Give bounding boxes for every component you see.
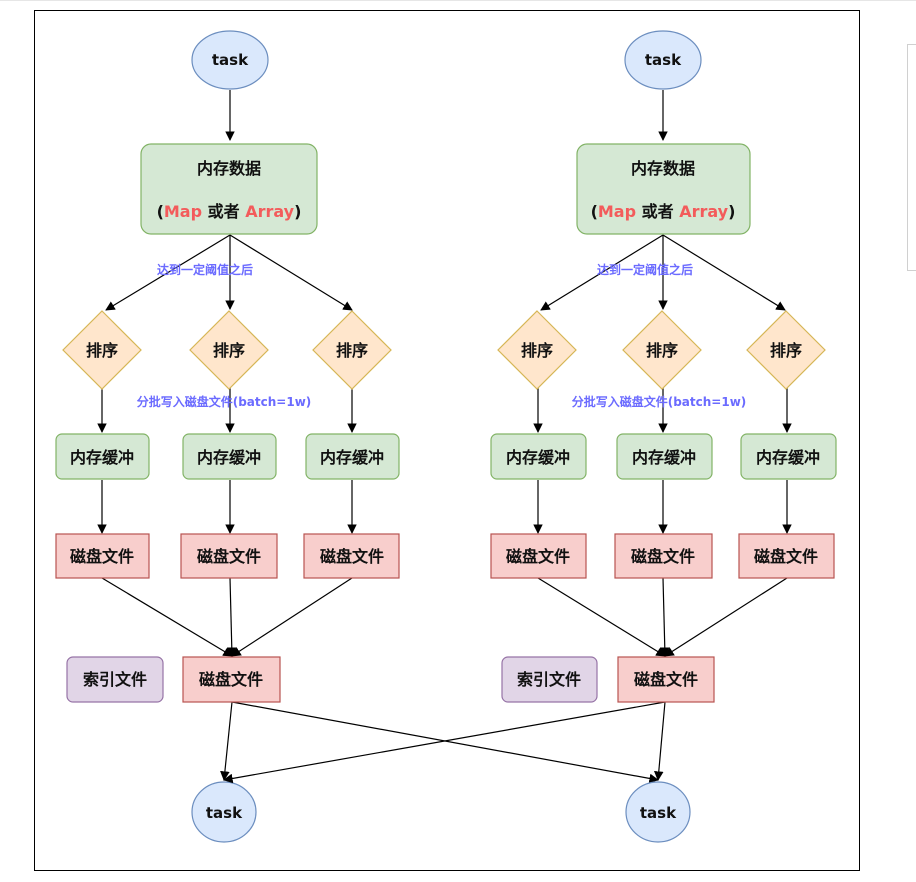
merged-disk-node: [617, 656, 715, 703]
disk-node-1: [55, 533, 150, 579]
buffer-node-1: [55, 433, 150, 480]
edge-disk3-to-merged: [231, 577, 353, 657]
memory-data-node: [576, 143, 751, 235]
buffer-node-2: [182, 433, 277, 480]
batch-note: 分批写入磁盘文件(batch=1w): [137, 394, 312, 409]
buffer-label-2: 内存缓冲: [197, 448, 261, 467]
disk-label-1: 磁盘文件: [70, 547, 134, 566]
disk-node-1: [490, 533, 587, 579]
buffer-node-2: [616, 433, 713, 480]
sort-diamond-1: [497, 310, 577, 390]
sort-diamond-3: [312, 310, 392, 390]
disk-node-3: [303, 533, 400, 579]
buffer-node-3: [305, 433, 400, 480]
buffer-node-3: [740, 433, 837, 480]
index-file-label: 索引文件: [83, 670, 147, 689]
edge-disk1-to-merged: [101, 577, 233, 657]
edge-memory-to-sort-1: [540, 234, 664, 311]
memory-data-subtitle: (Map 或者 Array): [157, 202, 302, 221]
task-label-bottom: task: [640, 804, 677, 822]
sort-diamond-2: [189, 310, 269, 390]
edge-memory-to-sort-1: [105, 234, 231, 311]
disk-node-2: [180, 533, 278, 579]
task-label-top: task: [212, 51, 249, 69]
sort-diamond-1: [62, 310, 142, 390]
index-file-label: 索引文件: [517, 670, 581, 689]
flow-right: task 内存数据 (Map 或者 Array) 达到一定阈值之后 排序 排序 …: [223, 30, 837, 843]
sort-label-1: 排序: [521, 341, 553, 360]
disk-label-1: 磁盘文件: [506, 547, 570, 566]
edge-memory-to-sort-3: [662, 234, 786, 311]
memory-data-subtitle: (Map 或者 Array): [591, 202, 736, 221]
buffer-label-1: 内存缓冲: [506, 448, 570, 467]
flow-left: task 内存数据 (Map 或者 Array) 达到一定阈值之后 排序 排序 …: [55, 30, 659, 843]
buffer-label-3: 内存缓冲: [756, 448, 820, 467]
threshold-note: 达到一定阈值之后: [157, 262, 253, 277]
index-file-node: [66, 656, 164, 703]
index-file-node: [501, 656, 598, 703]
batch-note: 分批写入磁盘文件(batch=1w): [572, 394, 747, 409]
task-node-top: [191, 30, 269, 90]
memory-data-title: 内存数据: [631, 159, 695, 178]
sort-label-3: 排序: [770, 341, 802, 360]
sort-label-2: 排序: [646, 341, 678, 360]
disk-label-2: 磁盘文件: [631, 547, 695, 566]
merged-disk-node: [182, 656, 281, 703]
buffer-node-1: [490, 433, 587, 480]
merged-disk-label: 磁盘文件: [199, 670, 263, 689]
disk-label-3: 磁盘文件: [320, 547, 384, 566]
memory-data-node: [140, 143, 318, 235]
threshold-note: 达到一定阈值之后: [597, 262, 693, 277]
task-node-bottom: [625, 781, 691, 843]
buffer-label-2: 内存缓冲: [632, 448, 696, 467]
edges-right: [223, 90, 792, 784]
edge-disk2-to-merged: [226, 577, 237, 657]
edge-merged-to-task-left: [220, 701, 233, 781]
sort-diamond-3: [746, 310, 826, 390]
edge-merged-to-task-right: [653, 701, 666, 781]
edge-disk3-to-merged: [664, 577, 788, 657]
edge-disk1-to-merged: [537, 577, 666, 657]
merged-disk-label: 磁盘文件: [634, 670, 698, 689]
edge-memory-to-sort-3: [229, 234, 353, 311]
side-panel: [907, 44, 916, 271]
buffer-label-1: 内存缓冲: [70, 448, 134, 467]
edge-merged-to-task-left: [223, 701, 666, 784]
edge-disk2-to-merged: [659, 577, 670, 657]
disk-label-2: 磁盘文件: [197, 547, 261, 566]
sort-label-2: 排序: [213, 341, 245, 360]
disk-node-2: [614, 533, 713, 579]
sort-label-3: 排序: [336, 341, 368, 360]
sort-diamond-2: [622, 310, 702, 390]
task-label-top: task: [645, 51, 682, 69]
disk-node-3: [738, 533, 835, 579]
task-label-bottom: task: [206, 804, 243, 822]
top-divider: [0, 0, 916, 1]
disk-label-3: 磁盘文件: [754, 547, 818, 566]
task-node-top: [624, 30, 702, 90]
buffer-label-3: 内存缓冲: [320, 448, 384, 467]
memory-data-title: 内存数据: [197, 159, 261, 178]
diagram-frame: [34, 10, 860, 871]
sort-label-1: 排序: [86, 341, 118, 360]
